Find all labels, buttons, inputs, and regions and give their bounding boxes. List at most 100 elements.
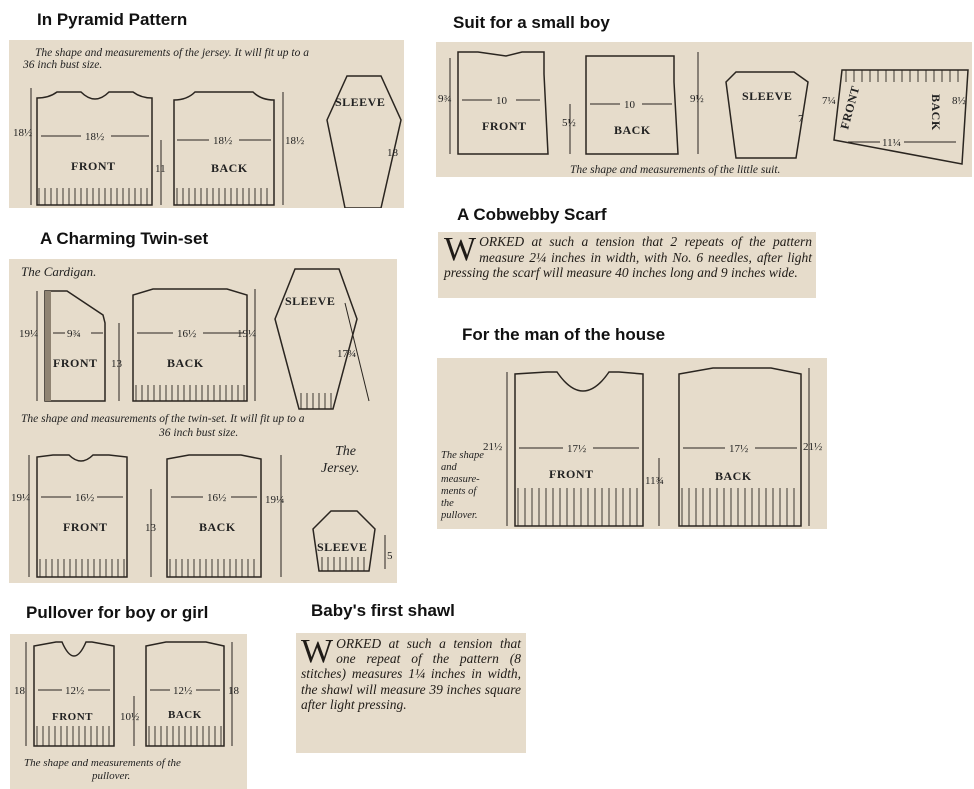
twinset-jersey-title-2: Jersey.: [321, 461, 359, 476]
jersey-sleeve-length: 5: [387, 550, 393, 562]
child-back-label: BACK: [168, 709, 202, 721]
man-caption-line-5: the: [441, 498, 454, 509]
cardigan-back-total: 19¼: [237, 328, 256, 340]
boy-suit-panel: 9¾ 10 FRONT 5½ 10 BACK 9½ SLEEVE 7 7¼ FR…: [436, 42, 972, 177]
jersey-side-length: 13: [145, 522, 157, 534]
twin-set-panel: The Cardigan. 19¼ 9¾ FRONT 13 16½ BACK 1…: [9, 259, 397, 583]
pyramid-front-width: 18½: [85, 131, 104, 143]
suit-trouser-ribbing: [845, 70, 959, 82]
man-back-outline: [678, 367, 802, 527]
man-front-ribbing: [517, 488, 638, 526]
cardigan-back-label: BACK: [167, 356, 204, 370]
pyramid-caption-line-2: 36 inch bust size.: [22, 59, 102, 71]
jersey-front-ribbing: [39, 559, 125, 577]
suit-back-total: 9½: [690, 93, 704, 105]
pyramid-side-length: 11: [155, 163, 166, 175]
jersey-back-label: BACK: [199, 520, 236, 534]
cardigan-front-label: FRONT: [53, 356, 98, 370]
man-front-label: FRONT: [549, 467, 594, 481]
heading-baby-shawl: Baby's first shawl: [311, 601, 455, 620]
cardigan-back-ribbing: [135, 385, 245, 401]
jersey-front-width: 16½: [75, 492, 94, 504]
boy-suit-diagram: 9¾ 10 FRONT 5½ 10 BACK 9½ SLEEVE 7 7¼ FR…: [438, 51, 969, 176]
suit-front-label: FRONT: [482, 119, 527, 133]
suit-sleeve-length: 7: [798, 113, 804, 125]
man-back-width: 17½: [729, 443, 748, 455]
man-front-width: 17½: [567, 443, 586, 455]
jersey-back-width: 16½: [207, 492, 226, 504]
pyramid-sleeve-label: SLEEVE: [335, 95, 385, 109]
twinset-caption-line-2: 36 inch bust size.: [158, 427, 238, 439]
man-pullover-panel: 21½ 17½ FRONT 11¾ 17½ BACK 21½ The shape…: [437, 358, 827, 529]
jersey-front-label: FRONT: [63, 520, 108, 534]
cardigan-sleeve-outline: [274, 268, 358, 410]
cardigan-total-length: 19¼: [19, 328, 38, 340]
man-caption-line-2: and: [441, 462, 458, 473]
child-front-outline: [33, 641, 115, 747]
twin-set-diagram: The Cardigan. 19¼ 9¾ FRONT 13 16½ BACK 1…: [11, 264, 393, 578]
pyramid-front-outline: [36, 91, 153, 206]
child-front-width: 12½: [65, 685, 84, 697]
pyramid-front-label: FRONT: [71, 159, 116, 173]
man-caption-line-4: ments of: [441, 486, 478, 497]
pyramid-back-label: BACK: [211, 161, 248, 175]
heading-pyramid-pattern: In Pyramid Pattern: [37, 10, 188, 29]
child-pullover-diagram: 18 12½ FRONT 10½ 12½ BACK 18 The shape a…: [14, 641, 240, 782]
child-total-length: 18: [14, 685, 26, 697]
child-front-ribbing: [36, 726, 110, 746]
man-pullover-diagram: 21½ 17½ FRONT 11¾ 17½ BACK 21½ The shape…: [440, 367, 822, 527]
suit-sleeve-label: SLEEVE: [742, 89, 792, 103]
man-caption-line-6: pullover.: [440, 510, 477, 521]
suit-trouser-width: 11¼: [882, 137, 901, 149]
twinset-caption-line-1: The shape and measurements of the twin-s…: [21, 413, 305, 425]
scarf-dropcap: W: [444, 232, 477, 268]
cardigan-front-width: 9¾: [67, 328, 81, 340]
pyramid-back-outline: [173, 91, 275, 206]
jersey-back-outline: [166, 454, 262, 578]
man-total-length: 21½: [483, 441, 502, 453]
heading-twin-set: A Charming Twin-set: [40, 229, 209, 248]
pyramid-sleeve-outline: [326, 75, 402, 208]
child-front-label: FRONT: [52, 711, 93, 723]
child-caption-line-1: The shape and measurements of the: [24, 757, 181, 769]
scarf-body: ORKED at such a tension that 2 repeats o…: [444, 234, 812, 280]
suit-sleeve-outline: [725, 71, 809, 159]
pyramid-pattern-panel: The shape and measurements of the jersey…: [9, 40, 404, 208]
child-caption-line-2: pullover.: [91, 770, 130, 782]
cardigan-sleeve-length: 17¾: [337, 348, 356, 360]
cardigan-front-outline: [44, 290, 106, 402]
heading-man-of-house: For the man of the house: [462, 325, 666, 344]
pyramid-caption-line-1: The shape and measurements of the jersey…: [35, 47, 309, 59]
jersey-sleeve-ribbing: [321, 557, 365, 571]
cardigan-sleeve-ribbing: [300, 393, 332, 409]
jersey-sleeve-label: SLEEVE: [317, 540, 367, 554]
child-side-length: 10½: [120, 711, 139, 723]
twinset-jersey-title-1: The: [335, 444, 356, 459]
man-back-label: BACK: [715, 469, 752, 483]
suit-trouser-height: 7¼: [822, 95, 836, 107]
suit-trouser-back-label: BACK: [929, 94, 943, 131]
shawl-dropcap: W: [301, 633, 334, 670]
pyramid-front-ribbing: [38, 188, 148, 205]
suit-back-width: 10: [624, 99, 636, 111]
man-side-length: 11¾: [645, 475, 664, 487]
heading-cobwebby-scarf: A Cobwebby Scarf: [457, 205, 607, 224]
cardigan-side-length: 13: [111, 358, 123, 370]
cardigan-back-width: 16½: [177, 328, 196, 340]
cardigan-back-outline: [132, 288, 248, 402]
cardigan-front-band: [45, 291, 51, 401]
man-back-ribbing: [681, 488, 795, 526]
jersey-total-length: 19¼: [11, 492, 30, 504]
man-front-outline: [514, 371, 644, 527]
pyramid-back-ribbing: [176, 188, 268, 205]
man-back-total: 21½: [803, 441, 822, 453]
man-caption-line-3: measure-: [441, 474, 480, 485]
child-back-total: 18: [228, 685, 240, 697]
suit-front-width: 10: [496, 95, 508, 107]
jersey-back-ribbing: [169, 559, 255, 577]
suit-front-outline: [457, 51, 549, 155]
